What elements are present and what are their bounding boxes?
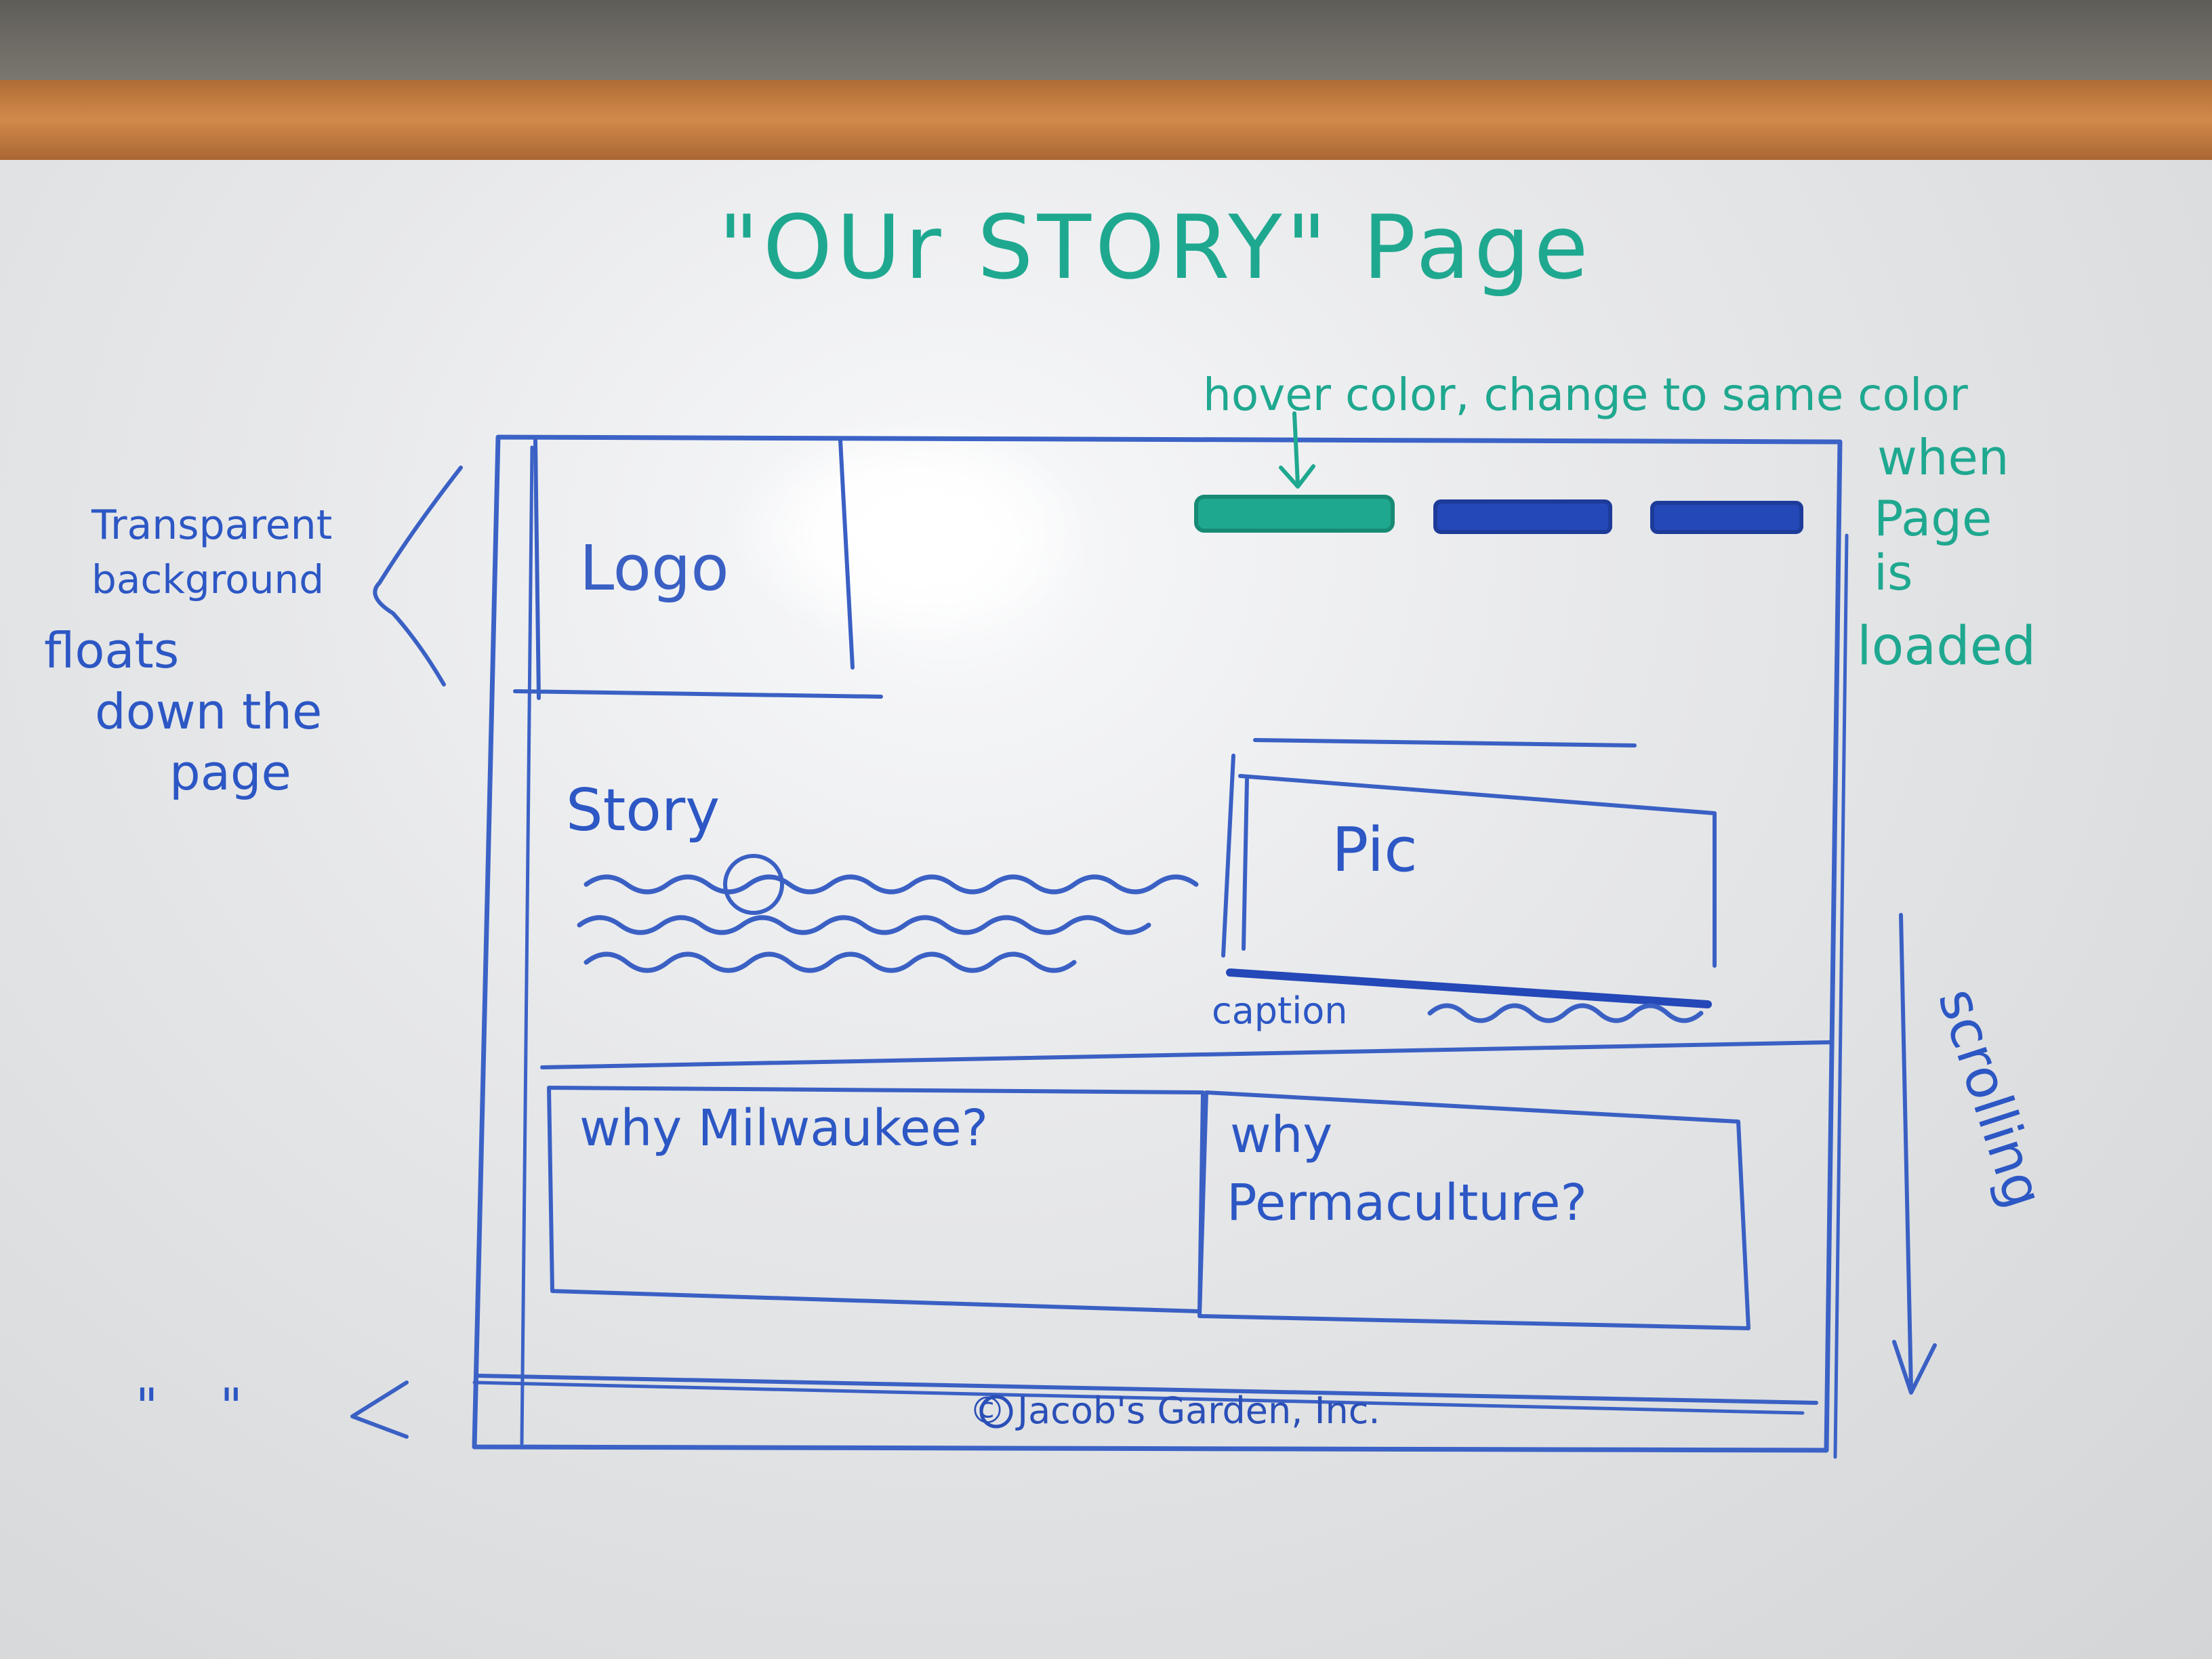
when-note-2: Page bbox=[1874, 490, 1992, 547]
light-glare bbox=[732, 420, 1084, 644]
nav-button-3 bbox=[1650, 501, 1803, 534]
hover-arrow bbox=[1279, 411, 1315, 489]
mockup-frame bbox=[472, 434, 1843, 1453]
annotation-bracket bbox=[373, 466, 463, 687]
scrolling-arrow bbox=[1892, 913, 1937, 1395]
milwaukee-label: why Milwaukee? bbox=[579, 1099, 988, 1158]
story-text-line-3 bbox=[583, 951, 1077, 973]
footer-label: © Jacob's Garden, Inc. bbox=[969, 1389, 1380, 1432]
caption-squiggle bbox=[1427, 1003, 1704, 1023]
permaculture-label-1: why bbox=[1230, 1106, 1332, 1164]
transparent-note-1: Transparent bbox=[91, 501, 332, 549]
permaculture-box bbox=[1197, 1090, 1750, 1330]
footer-line-2 bbox=[472, 1380, 1805, 1415]
story-label: Story bbox=[566, 777, 720, 844]
content-divider bbox=[540, 1040, 1832, 1069]
transparent-note-5: page bbox=[169, 744, 291, 801]
when-note-4: loaded bbox=[1857, 616, 2036, 677]
pic-underline bbox=[1226, 968, 1712, 1008]
caption-label: caption bbox=[1212, 989, 1348, 1032]
footer-arrow bbox=[350, 1380, 409, 1439]
logo-label: Logo bbox=[579, 532, 729, 605]
page-title: "OUr STORY" Page bbox=[718, 196, 1593, 299]
nav-button-2 bbox=[1433, 499, 1612, 534]
ditto-marks: " " bbox=[136, 1378, 243, 1435]
pic-box bbox=[1221, 738, 1717, 968]
copyright-circle bbox=[979, 1395, 1013, 1429]
hover-note: hover color, change to same color bbox=[1203, 369, 1969, 421]
transparent-note-3: floats bbox=[44, 622, 179, 679]
nav-button-active bbox=[1194, 495, 1395, 533]
footer-line-1 bbox=[476, 1374, 1818, 1405]
story-text-line-2 bbox=[577, 915, 1151, 935]
story-circle bbox=[723, 854, 784, 915]
transparent-note-2: background bbox=[91, 556, 324, 602]
wall bbox=[0, 0, 2212, 88]
when-note-3: is bbox=[1874, 544, 1913, 601]
mockup-frame-inner bbox=[520, 445, 1849, 1459]
permaculture-label-2: Permaculture? bbox=[1227, 1174, 1587, 1232]
when-note-1: when bbox=[1877, 429, 2009, 486]
scrolling-label: scrolling bbox=[1926, 981, 2056, 1215]
story-text-line-1 bbox=[583, 874, 1199, 895]
header-box bbox=[513, 438, 883, 700]
transparent-note-4: down the bbox=[95, 683, 322, 740]
whiteboard-frame bbox=[0, 80, 2212, 168]
pic-label: Pic bbox=[1332, 815, 1418, 886]
